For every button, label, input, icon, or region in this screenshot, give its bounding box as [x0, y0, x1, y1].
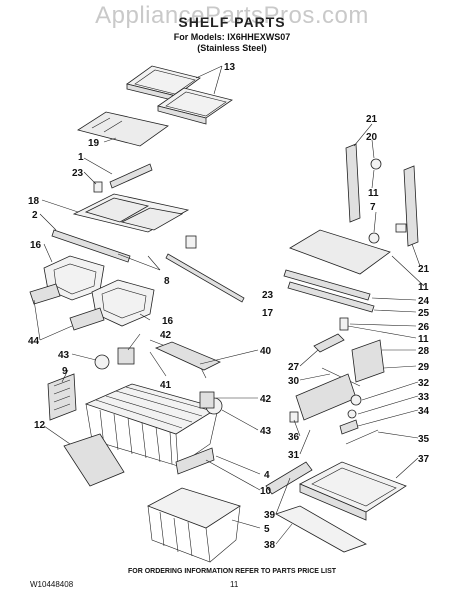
callout-32: 32: [418, 378, 430, 389]
callout-23: 23: [72, 168, 84, 179]
part-drawer-slides: [295, 317, 385, 421]
part-lower-basket-5: [147, 487, 241, 563]
callout-31: 31: [288, 450, 300, 461]
callout-41: 41: [160, 380, 172, 391]
leader-lines: [33, 65, 425, 545]
callout-1: 1: [78, 152, 84, 163]
callout-9: 9: [62, 366, 68, 377]
callout-7: 7: [370, 202, 376, 213]
part-small-hardware: [289, 394, 379, 445]
callout-43b: 43: [260, 426, 272, 437]
callout-2: 2: [32, 210, 38, 221]
callout-23b: 23: [262, 290, 274, 301]
callout-25: 25: [418, 308, 430, 319]
callout-28: 28: [418, 346, 430, 357]
callout-27: 27: [288, 362, 300, 373]
part-shelf-frame-13: [126, 65, 233, 125]
part-side-rails: [345, 143, 419, 247]
callout-34: 34: [418, 406, 430, 417]
callout-16: 16: [30, 240, 42, 251]
callout-37: 37: [418, 454, 430, 465]
callout-10: 10: [260, 486, 272, 497]
part-glass-shelf-19: [77, 111, 169, 147]
callout-29: 29: [418, 362, 430, 373]
callout-21b: 21: [418, 264, 430, 275]
part-bracket-1: [93, 163, 153, 193]
callout-26: 26: [418, 322, 430, 333]
part-glass-shelf-right: [283, 229, 391, 313]
callout-42: 42: [160, 330, 172, 341]
callout-42b: 42: [260, 394, 272, 405]
models-block: For Models: IX6HHEXWS07 (Stainless Steel…: [0, 32, 464, 54]
page-number: 11: [230, 580, 239, 589]
part-basket-supports: [47, 339, 207, 421]
callout-12: 12: [34, 420, 46, 431]
part-trim-39-38: [265, 461, 367, 553]
callout-40: 40: [260, 346, 272, 357]
document-code: W10448408: [30, 580, 74, 589]
models-variant: (Stainless Steel): [197, 43, 267, 53]
callout-19: 19: [88, 138, 100, 149]
page-title: SHELF PARTS: [178, 14, 286, 30]
models-line: For Models: IX6HHEXWS07: [173, 32, 291, 42]
callout-18: 18: [28, 196, 40, 207]
callout-11c: 11: [418, 334, 429, 345]
callout-11: 11: [368, 188, 379, 199]
part-drawer-cover-18: [51, 193, 190, 263]
part-rail-40: [154, 341, 221, 371]
part-handles-44: [29, 283, 105, 331]
callout-38: 38: [264, 540, 276, 551]
callout-labels: 13 19 1 23 18 2 16 8 44 16 42 43 9 41 40…: [28, 62, 430, 551]
part-rods: [117, 235, 245, 303]
callout-36: 36: [288, 432, 300, 443]
callout-20: 20: [366, 132, 378, 143]
callout-11b: 11: [418, 282, 429, 293]
callout-24: 24: [418, 296, 430, 307]
part-basket-rails: [63, 391, 223, 487]
callout-4: 4: [264, 470, 270, 481]
callout-17: 17: [262, 308, 274, 319]
ordering-note: FOR ORDERING INFORMATION REFER TO PARTS …: [127, 568, 337, 575]
callout-21: 21: [366, 114, 378, 125]
callout-33: 33: [418, 392, 430, 403]
watermark: AppliancePartsPros.com: [95, 2, 369, 29]
callout-44: 44: [28, 336, 40, 347]
callout-43: 43: [58, 350, 70, 361]
callout-35: 35: [418, 434, 430, 445]
callout-13: 13: [224, 62, 236, 73]
callout-16b: 16: [162, 316, 174, 327]
callout-39: 39: [264, 510, 276, 521]
callout-30: 30: [288, 376, 300, 387]
callout-5: 5: [264, 524, 270, 535]
callout-8: 8: [164, 276, 170, 287]
part-lower-tray-37: [299, 461, 407, 521]
